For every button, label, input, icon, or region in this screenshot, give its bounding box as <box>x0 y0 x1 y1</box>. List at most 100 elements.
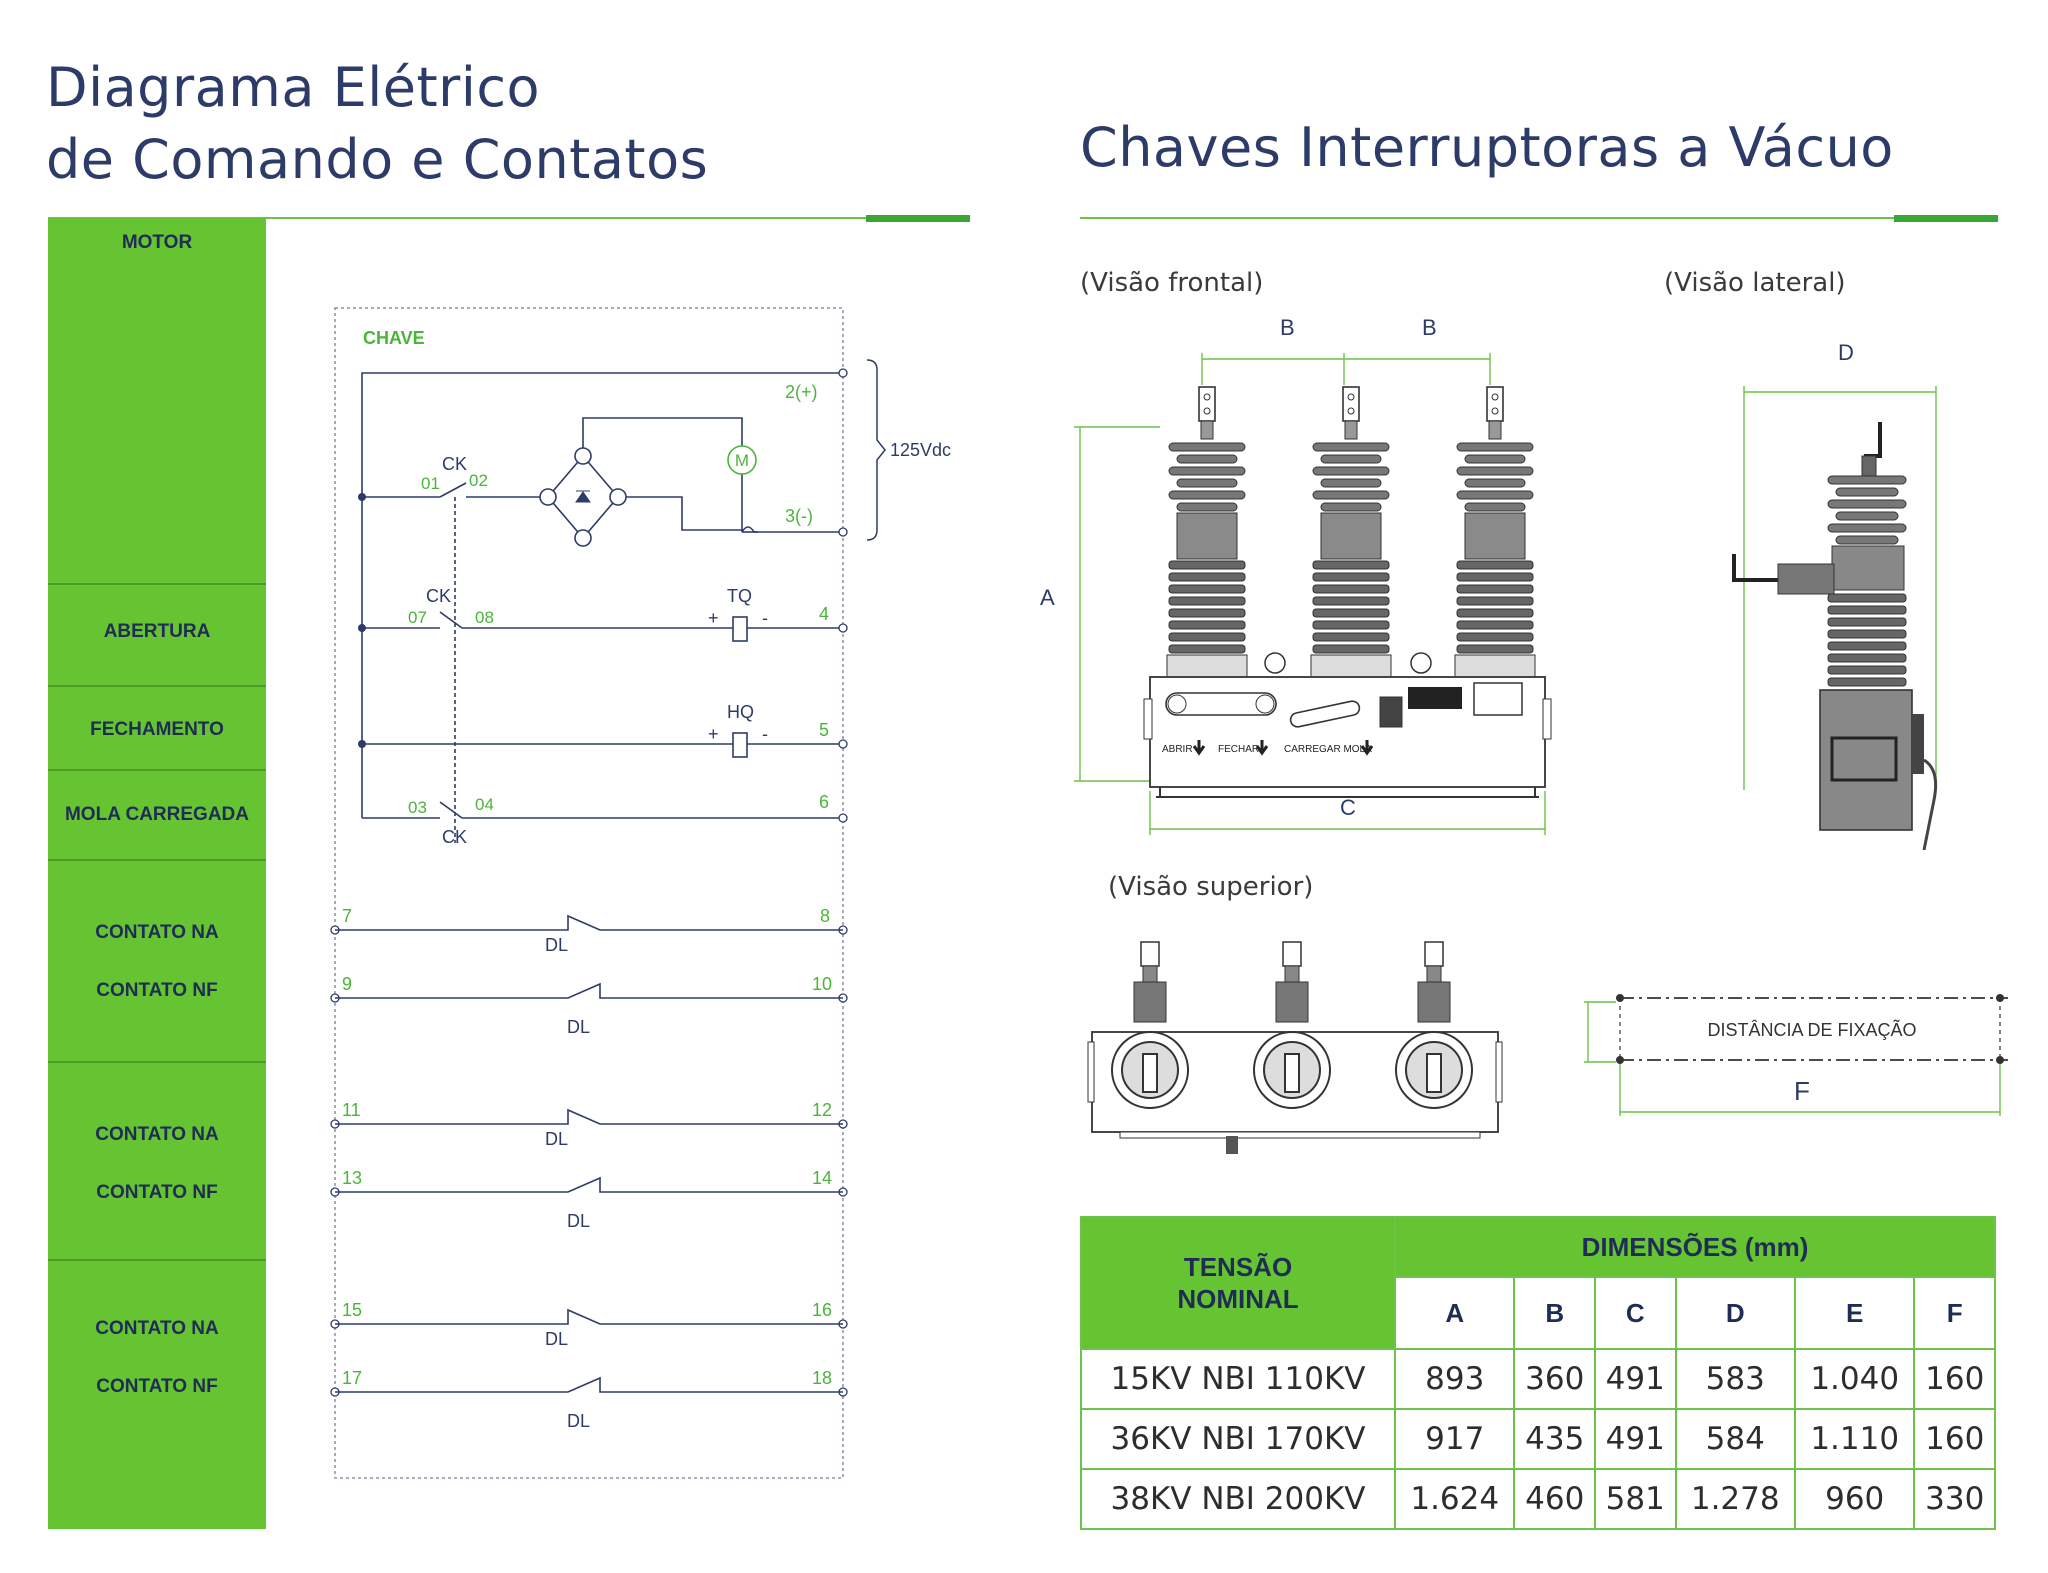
voltage-label: 125Vdc <box>890 440 951 460</box>
cell-b: 435 <box>1513 1408 1596 1470</box>
sidebar-label-na-1: CONTATO NA <box>95 922 219 943</box>
terminal-10: 10 <box>812 974 832 994</box>
sidebar-label-na-3: CONTATO NA <box>95 1318 219 1339</box>
diagram-sidebar: MOTOR ABERTURA FECHAMENTO MOLA CARREGADA… <box>48 218 266 1529</box>
sidebar-label-na-2: CONTATO NA <box>95 1124 219 1145</box>
terminal-17: 17 <box>342 1368 362 1388</box>
voltage-brace <box>866 359 886 541</box>
right-title-rule <box>1080 217 1998 219</box>
contact-07: 07 <box>408 608 427 627</box>
terminal-9: 9 <box>342 974 352 994</box>
dim-d: D <box>1838 340 1854 365</box>
contact-03: 03 <box>408 798 427 817</box>
cell-tensao: 15KV NBI 110KV <box>1080 1348 1396 1410</box>
label-visao-frontal: (Visão frontal) <box>1080 268 1264 298</box>
bridge-rectifier <box>539 447 627 547</box>
front-dimension-lines <box>1074 353 1546 835</box>
header-dimensoes: DIMENSÕES (mm) <box>1394 1216 1996 1278</box>
dl-label: DL <box>545 935 568 955</box>
dl-label: DL <box>545 1329 568 1349</box>
top-view-drawing <box>1087 941 1503 1154</box>
cell-d: 584 <box>1674 1408 1796 1470</box>
dimensions-table: TENSÃO NOMINAL DIMENSÕES (mm) A B C D E … <box>1080 1216 1996 1530</box>
right-title-rule-accent <box>1894 215 1998 222</box>
contact-02: 02 <box>469 471 488 490</box>
dl-label: DL <box>567 1411 590 1431</box>
header-tensao: TENSÃO NOMINAL <box>1080 1216 1396 1350</box>
sidebar-label-mola: MOLA CARREGADA <box>64 804 249 825</box>
contact-04: 04 <box>475 795 494 814</box>
top-poles <box>1111 941 1473 1109</box>
chave-label: CHAVE <box>363 328 425 348</box>
pole-1 <box>1166 386 1248 678</box>
col-d: D <box>1674 1276 1796 1350</box>
cell-c: 491 <box>1593 1348 1677 1410</box>
dim-b-2: B <box>1422 315 1437 340</box>
terminal-8: 8 <box>820 906 830 926</box>
sidebar-label-nf-2: CONTATO NF <box>96 1182 218 1203</box>
table-header-row: TENSÃO NOMINAL DIMENSÕES (mm) <box>1080 1216 1996 1350</box>
sidebar-row-contatos-2: CONTATO NA CONTATO NF <box>48 1063 266 1261</box>
terminal-2-plus: 2(+) <box>785 382 818 402</box>
pole-3 <box>1454 386 1536 678</box>
hq-label: HQ <box>727 702 754 722</box>
cell-e: 1.040 <box>1793 1348 1916 1410</box>
terminal-6: 6 <box>819 792 829 812</box>
tq-label: TQ <box>727 586 752 606</box>
ck-label-1: CK <box>442 454 467 474</box>
terminal-11: 11 <box>342 1100 361 1120</box>
table-row: 15KV NBI 110KV 893 360 491 583 1.040 160 <box>1080 1348 1996 1410</box>
terminal-16: 16 <box>812 1300 832 1320</box>
left-title: Diagrama Elétrico de Comando e Contatos <box>46 52 708 196</box>
right-title: Chaves Interruptoras a Vácuo <box>1080 116 1894 179</box>
fixation-label: DISTÂNCIA DE FIXAÇÃO <box>1707 1019 1916 1040</box>
terminal-7: 7 <box>342 906 352 926</box>
left-title-rule <box>48 217 970 219</box>
terminal-12: 12 <box>812 1100 832 1120</box>
dl-label: DL <box>567 1211 590 1231</box>
fixation-distance-drawing: DISTÂNCIA DE FIXAÇÃO F <box>1584 994 2008 1116</box>
btn-carregar-label: CARREGAR MOLA <box>1284 744 1372 755</box>
cell-c: 581 <box>1593 1468 1677 1530</box>
cell-tensao: 36KV NBI 170KV <box>1080 1408 1396 1470</box>
cell-b: 460 <box>1513 1468 1596 1530</box>
col-f: F <box>1913 1276 1996 1350</box>
sidebar-row-motor: MOTOR <box>48 218 266 585</box>
dl-terminal-numbers: 7 8 9 10 11 12 13 14 15 16 17 18 <box>342 906 832 1388</box>
tq-minus: - <box>762 608 768 628</box>
table-letter-row: A B C D E F <box>1081 1276 1996 1350</box>
dl-labels: DL DL DL DL DL DL <box>545 935 590 1431</box>
col-c: C <box>1593 1276 1677 1350</box>
sidebar-label-motor: MOTOR <box>121 232 193 253</box>
side-view-drawing: D <box>1732 340 1938 850</box>
sidebar-label-abertura: ABERTURA <box>103 621 211 642</box>
terminal-3-minus: 3(-) <box>785 506 813 526</box>
btn-abrir-label: ABRIR <box>1162 744 1193 755</box>
dim-a: A <box>1040 585 1055 610</box>
diagram-frame <box>334 307 844 1479</box>
cell-f: 160 <box>1913 1348 1996 1410</box>
contact-01: 01 <box>421 474 440 493</box>
dim-b-1: B <box>1280 315 1295 340</box>
terminal-18: 18 <box>812 1368 832 1388</box>
dim-c: C <box>1340 795 1356 820</box>
sidebar-row-fechamento: FECHAMENTO <box>48 687 266 771</box>
sidebar-label-nf-1: CONTATO NF <box>96 980 218 1001</box>
cell-f: 330 <box>1913 1468 1996 1530</box>
tq-plus: + <box>708 608 719 628</box>
terminal-4: 4 <box>819 604 829 624</box>
label-visao-superior: (Visão superior) <box>1108 872 1314 902</box>
table-row: 36KV NBI 170KV 917 435 491 584 1.110 160 <box>1080 1408 1996 1470</box>
cell-f: 160 <box>1913 1408 1996 1470</box>
terminal-13: 13 <box>342 1168 362 1188</box>
dim-f: F <box>1794 1076 1810 1106</box>
side-dimension-lines <box>1743 386 1937 790</box>
col-b: B <box>1513 1276 1596 1350</box>
left-title-rule-accent <box>866 215 970 222</box>
abertura-circuit <box>361 497 843 818</box>
cell-c: 491 <box>1593 1408 1677 1470</box>
motor-icon <box>727 445 757 475</box>
cell-a: 1.624 <box>1393 1468 1516 1530</box>
cell-e: 960 <box>1793 1468 1916 1530</box>
cell-d: 583 <box>1674 1348 1796 1410</box>
